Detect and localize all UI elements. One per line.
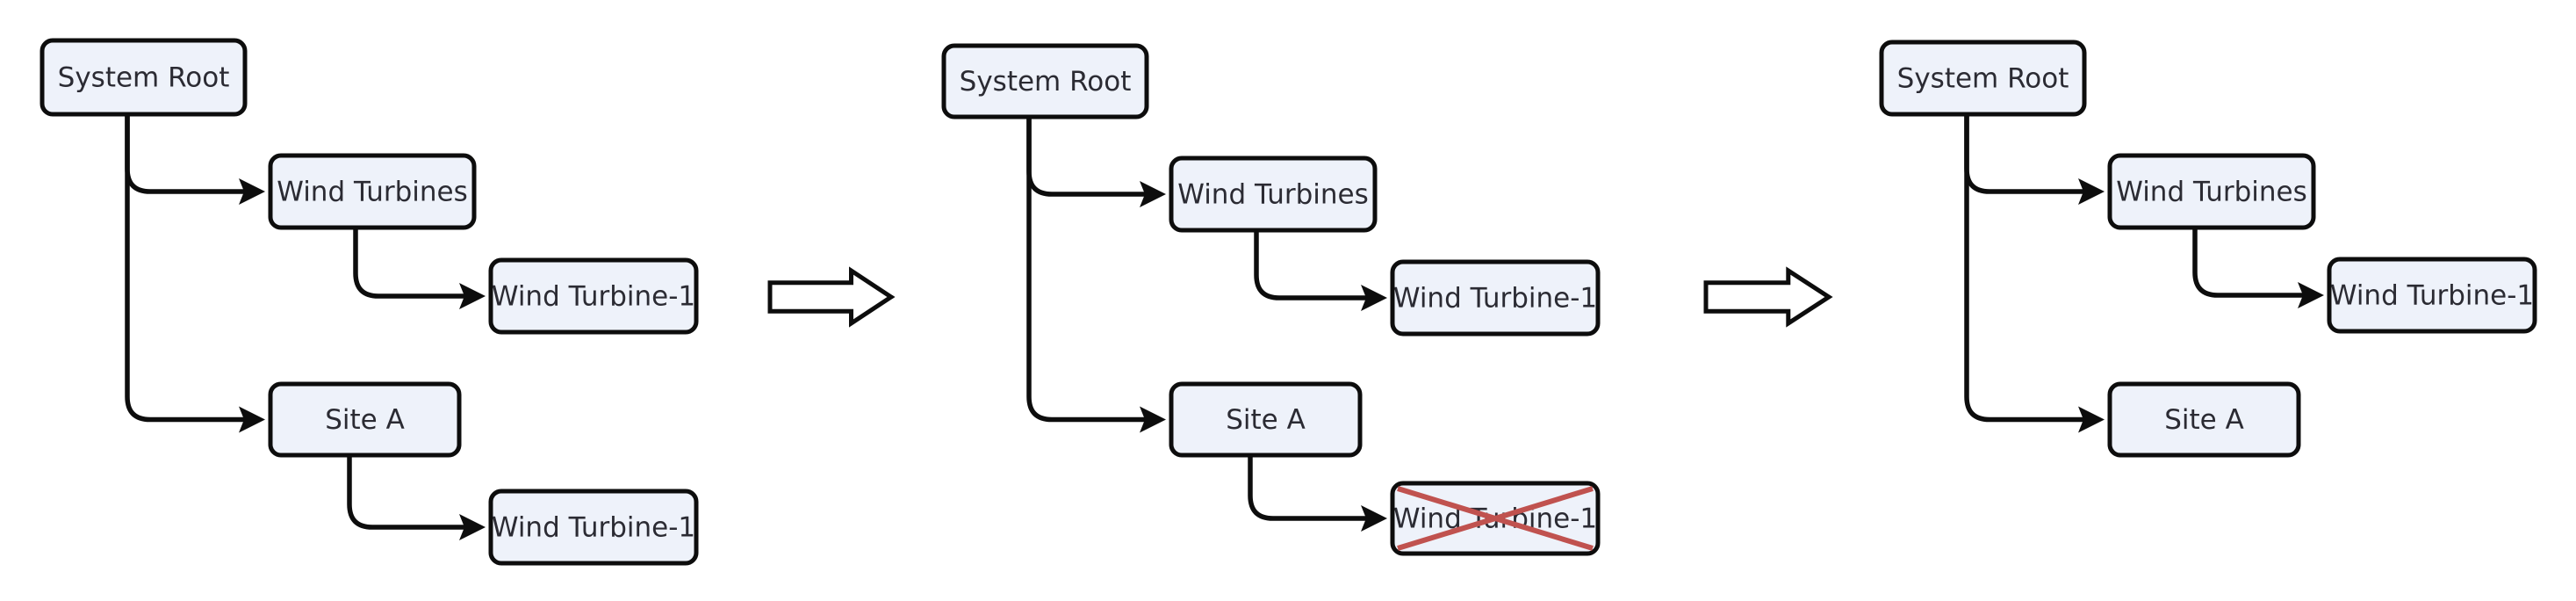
node-box[interactable]: [1879, 40, 2087, 117]
edge-system-root-to-site-a: [125, 114, 265, 433]
edge-system-root-to-wind-turbines: [125, 114, 265, 205]
edge-arrowhead-icon: [2078, 178, 2105, 205]
edge-line: [2192, 228, 2306, 298]
edges-layer: [125, 114, 2324, 540]
edge-system-root-to-site-a: [1026, 117, 1166, 433]
node-label: Wind Turbines: [277, 177, 468, 208]
node-box[interactable]: [2327, 257, 2537, 334]
node-box[interactable]: [488, 257, 699, 335]
edge-arrowhead-icon: [2298, 282, 2324, 308]
node-wind-turbine-1[interactable]: Wind Turbine-1: [488, 489, 699, 566]
node-label: System Root: [58, 62, 230, 94]
edge-site-a-to-wind-turbine-1: [1248, 455, 1387, 532]
node-label: Wind Turbine-1: [492, 281, 695, 313]
node-box[interactable]: [40, 38, 248, 117]
node-wind-turbines[interactable]: Wind Turbines: [2107, 153, 2316, 230]
node-label: Wind Turbines: [1177, 179, 1369, 211]
node-label: Wind Turbine-1: [1393, 283, 1597, 315]
node-label: Wind Turbines: [2116, 177, 2307, 208]
deleted-strikethrough-icon: [1397, 486, 1594, 551]
edge-arrowhead-icon: [239, 406, 265, 433]
edge-arrowhead-icon: [459, 283, 486, 309]
edge-line: [1248, 455, 1370, 521]
edge-wind-turbines-to-wind-turbine-1: [1254, 230, 1387, 311]
node-box[interactable]: [2107, 153, 2316, 230]
edge-system-root-to-wind-turbines: [1026, 117, 1166, 207]
node-box[interactable]: [268, 381, 462, 458]
node-label: Wind Turbine-1: [2330, 280, 2534, 312]
node-label: Site A: [2164, 404, 2244, 436]
edge-line: [1964, 114, 2087, 194]
node-box[interactable]: [1169, 156, 1378, 233]
edge-line: [1964, 114, 2087, 423]
node-system-root[interactable]: System Root: [40, 38, 248, 117]
transition-arrow-icon: [1703, 266, 1833, 328]
node-label: System Root: [960, 66, 1132, 98]
node-box[interactable]: [488, 489, 699, 566]
node-box[interactable]: [941, 43, 1149, 119]
node-box[interactable]: [1169, 381, 1363, 458]
edge-line: [125, 114, 248, 423]
edge-arrowhead-icon: [459, 514, 486, 540]
node-wind-turbines[interactable]: Wind Turbines: [1169, 156, 1378, 233]
node-site-a[interactable]: Site A: [268, 381, 462, 458]
edge-line: [347, 455, 468, 530]
edge-line: [1026, 117, 1148, 423]
node-label: Site A: [1226, 404, 1306, 436]
edge-arrowhead-icon: [1140, 406, 1166, 433]
node-wind-turbine-1[interactable]: Wind Turbine-1: [1390, 259, 1601, 337]
transition-arrow-icon: [767, 266, 896, 328]
edge-site-a-to-wind-turbine-1: [347, 455, 486, 540]
edge-line: [353, 228, 468, 299]
strike-line-b: [1397, 486, 1594, 551]
node-box[interactable]: [1390, 259, 1601, 337]
node-wind-turbine-1[interactable]: Wind Turbine-1: [2327, 257, 2537, 334]
node-wind-turbine-1[interactable]: Wind Turbine-1: [488, 257, 699, 335]
edge-arrowhead-icon: [1361, 285, 1387, 311]
node-label: Site A: [325, 404, 405, 436]
node-box[interactable]: [268, 153, 477, 230]
edge-arrowhead-icon: [1140, 181, 1166, 207]
edge-arrowhead-icon: [239, 178, 265, 205]
edge-line: [1026, 117, 1148, 197]
node-label: Wind Turbine-1: [492, 512, 695, 544]
edge-arrowhead-icon: [2078, 406, 2105, 433]
node-wind-turbine-1[interactable]: Wind Turbine-1: [1390, 481, 1601, 556]
node-site-a[interactable]: Site A: [1169, 381, 1363, 458]
node-wind-turbines[interactable]: Wind Turbines: [268, 153, 477, 230]
edge-wind-turbines-to-wind-turbine-1: [2192, 228, 2324, 308]
edge-line: [1254, 230, 1370, 300]
edge-system-root-to-wind-turbines: [1964, 114, 2105, 205]
node-box[interactable]: [2107, 381, 2301, 458]
edge-arrowhead-icon: [1361, 505, 1387, 532]
node-site-a[interactable]: Site A: [2107, 381, 2301, 458]
transitions-layer: [767, 266, 1833, 328]
edge-line: [125, 114, 248, 194]
edge-system-root-to-site-a: [1964, 114, 2105, 433]
node-system-root[interactable]: System Root: [941, 43, 1149, 119]
node-label: System Root: [1897, 63, 2069, 95]
node-system-root[interactable]: System Root: [1879, 40, 2087, 117]
edge-wind-turbines-to-wind-turbine-1: [353, 228, 486, 309]
